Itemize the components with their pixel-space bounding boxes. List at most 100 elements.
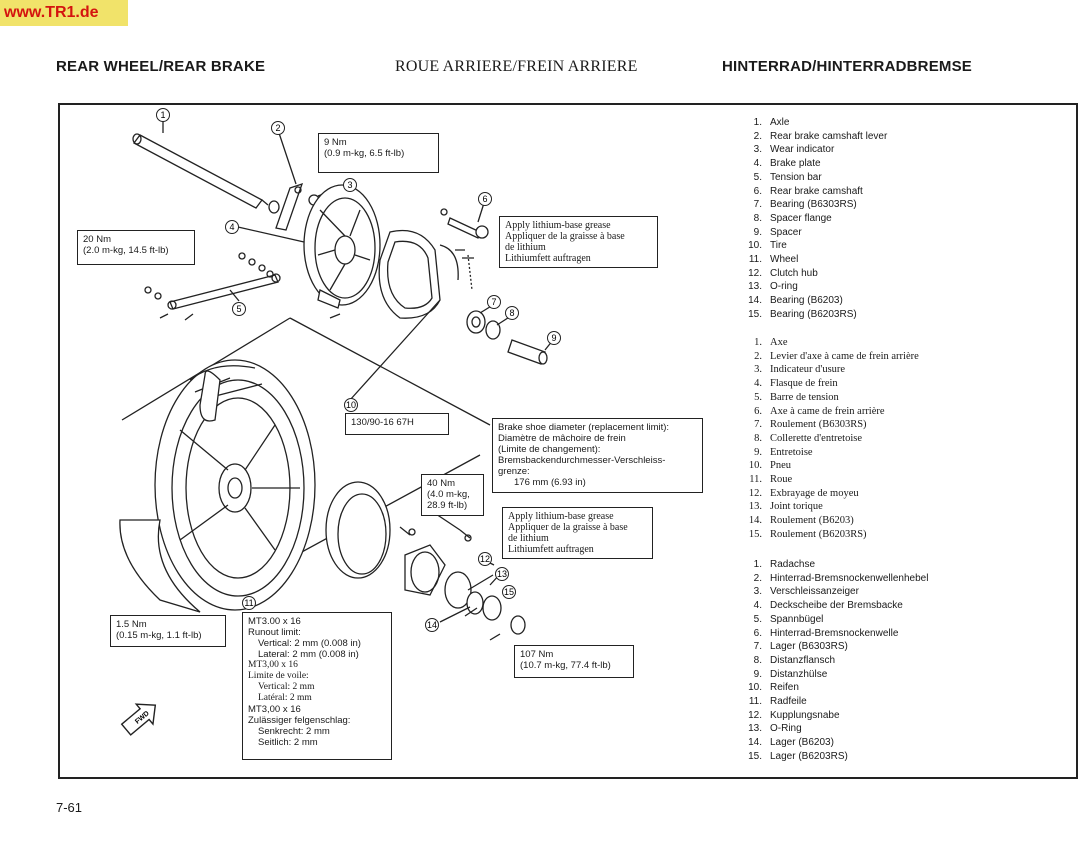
rim-spec-line: MT3,00 x 16 bbox=[248, 660, 298, 670]
grease-note-line: de lithium bbox=[505, 242, 546, 253]
legend-item-number: 14. bbox=[748, 515, 762, 527]
legend-item-label: Reifen bbox=[770, 682, 799, 694]
torque-40nm-line: 28.9 ft-lb) bbox=[427, 500, 468, 511]
watermark-text: www.TR1.de bbox=[4, 4, 99, 21]
legend-item: 5.Spannbügel bbox=[738, 613, 928, 627]
legend-item-label: Collerette d'entretoise bbox=[770, 432, 862, 444]
legend-item: 10. Reifen bbox=[738, 681, 928, 695]
legend-item-label: Radachse bbox=[770, 559, 816, 570]
callout-15: 15 bbox=[504, 587, 514, 597]
wheel-tire-drawing bbox=[119, 359, 316, 613]
legend-item: 3.Verschleissanzeiger bbox=[738, 585, 928, 599]
callout-2: 2 bbox=[275, 123, 280, 133]
legend-item: 10.Pneu bbox=[738, 459, 919, 473]
legend-item-number: 9. bbox=[753, 668, 762, 680]
legend-item-label: Flasque de frein bbox=[770, 378, 838, 390]
grease-note-line: Apply lithium-base grease bbox=[508, 511, 614, 522]
legend-item: 9.Entretoise bbox=[738, 446, 919, 460]
brake-shoe-line: Diamètre de mâchoire de frein bbox=[498, 433, 626, 444]
legend-item-number: 1. bbox=[753, 559, 762, 570]
legend-item: 3. Wear indicator bbox=[738, 143, 887, 157]
legend-item-number: 8. bbox=[753, 654, 762, 666]
legend-item: 1.Axe bbox=[738, 336, 919, 350]
legend-item-label: Axe bbox=[770, 337, 788, 348]
legend-item-label: Tension bar bbox=[770, 171, 822, 183]
legend-item: 4.Brake plate bbox=[738, 157, 887, 171]
legend-item-number: 4. bbox=[754, 378, 762, 390]
camshaft-lever-drawing bbox=[268, 182, 304, 231]
rim-spec-line: Senkrecht: 2 mm bbox=[258, 726, 330, 737]
legend-item-number: 12. bbox=[748, 487, 762, 499]
legend-item-number: 13. bbox=[748, 723, 762, 735]
legend-item: 11.Roue bbox=[738, 473, 919, 487]
legend-item-number: 8. bbox=[754, 432, 762, 444]
torque-box-40nm: 40 Nm (4.0 m-kg, 28.9 ft-lb) bbox=[421, 474, 484, 516]
legend-item-number: 13. bbox=[748, 281, 762, 293]
torque-20nm-line: 20 Nm bbox=[83, 234, 111, 245]
legend-item-number: 14. bbox=[748, 737, 762, 749]
callout-7: 7 bbox=[491, 297, 496, 307]
tire-size-text: 130/90-16 67H bbox=[351, 417, 414, 428]
legend-item-label: Hinterrad-Bremsnockenwelle bbox=[770, 627, 899, 639]
watermark-banner: www.TR1.de bbox=[0, 0, 128, 26]
torque-9nm-line: (0.9 m-kg, 6.5 ft-lb) bbox=[324, 148, 405, 159]
legend-item: 13.Joint torique bbox=[738, 500, 919, 514]
tire-size-box: 130/90-16 67H bbox=[345, 413, 449, 435]
legend-item: 1. Radachse bbox=[738, 558, 928, 572]
legend-item-number: 10. bbox=[748, 682, 762, 694]
legend-item-label: Spacer bbox=[770, 226, 802, 238]
torque-box-107nm: 107 Nm (10.7 m-kg, 77.4 ft-lb) bbox=[514, 645, 634, 678]
legend-item-number: 2. bbox=[753, 572, 762, 584]
legend-item: 7.Lager (B6303RS) bbox=[738, 640, 928, 654]
brake-shoe-line: Bremsbackendurchmesser-Verschleiss- bbox=[498, 455, 666, 466]
legend-item-label: O-Ring bbox=[770, 723, 802, 735]
fwd-arrow-icon: FWD bbox=[120, 703, 157, 736]
legend-item-label: Barre de tension bbox=[770, 391, 839, 403]
legend-item: 8.Spacer flange bbox=[738, 212, 887, 226]
legend-item-label: Spacer flange bbox=[770, 212, 832, 224]
legend-item: 12.Clutch hub bbox=[738, 267, 887, 281]
legend-item-label: Distanzhülse bbox=[770, 668, 828, 680]
legend-item: 6.Hinterrad-Bremsnockenwelle bbox=[738, 627, 928, 641]
legend-item-label: Wear indicator bbox=[770, 144, 835, 156]
legend-item-number: 7. bbox=[753, 641, 762, 653]
legend-item: 4.Deckscheibe der Bremsbacke bbox=[738, 599, 928, 613]
brake-camshaft-drawing bbox=[440, 208, 489, 239]
legend-item-number: 6. bbox=[754, 405, 762, 417]
brake-plate-drawing bbox=[303, 184, 381, 309]
legend-item: 15.Lager (B6203RS) bbox=[738, 750, 928, 764]
torque-107nm-line: 107 Nm bbox=[520, 649, 554, 660]
rim-spec-line: Seitlich: 2 mm bbox=[258, 737, 318, 748]
brake-shoes-drawing bbox=[378, 229, 474, 319]
legend-item-number: 3. bbox=[753, 144, 762, 156]
legend-item: 2.Rear brake camshaft lever bbox=[738, 130, 888, 144]
legend-item-label: Entretoise bbox=[770, 446, 813, 458]
rim-runout-spec-box: MT3.00 x 16 Runout limit: Vertical: 2 mm… bbox=[242, 612, 392, 760]
legend-item-number: 10. bbox=[748, 460, 762, 472]
legend-item-label: Joint torique bbox=[770, 501, 823, 513]
legend-item-number: 11. bbox=[748, 254, 762, 266]
grease-note-1: Apply lithium-base grease Appliquer de l… bbox=[499, 216, 658, 268]
legend-item-number: 2. bbox=[753, 130, 762, 142]
rim-spec-line: Latéral: 2 mm bbox=[258, 693, 312, 703]
legend-item: 3.Indicateur d'usure bbox=[738, 363, 919, 377]
grease-note-2: Apply lithium-base grease Appliquer de l… bbox=[502, 507, 653, 559]
legend-item-label: Roulement (B6203) bbox=[770, 515, 854, 527]
legend-item-label: Brake plate bbox=[770, 158, 821, 170]
legend-item: 8.Distanzflansch bbox=[738, 654, 928, 668]
legend-item-label: Bearing (B6203) bbox=[770, 295, 843, 307]
torque-40nm-line: 40 Nm bbox=[427, 478, 455, 489]
legend-item-label: Axle bbox=[770, 117, 790, 128]
legend-item-number: 15. bbox=[748, 308, 762, 320]
legend-item-number: 12. bbox=[748, 709, 762, 721]
legend-item: 12.Kupplungsnabe bbox=[738, 709, 928, 723]
rim-spec-line: Vertical: 2 mm bbox=[258, 682, 315, 692]
grease-note-line: Lithiumfett auftragen bbox=[505, 253, 591, 264]
legend-item: 8. Collerette d'entretoise bbox=[738, 432, 919, 446]
legend-item: 11.Wheel bbox=[738, 253, 887, 267]
rim-spec-line: Zulässiger felgenschlag: bbox=[248, 715, 351, 726]
brake-shoe-line: (Limite de changement): bbox=[498, 444, 601, 455]
